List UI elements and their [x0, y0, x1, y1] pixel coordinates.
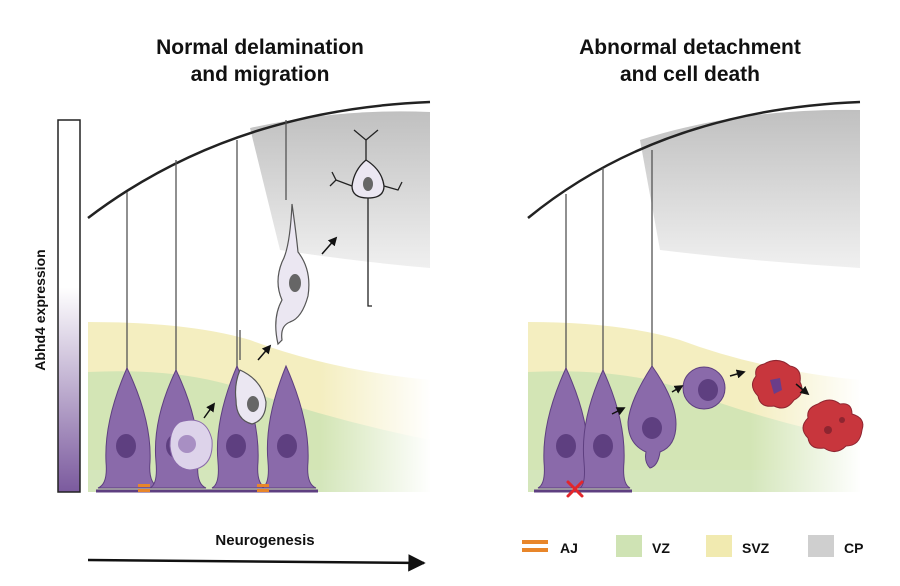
fade-left	[320, 300, 432, 492]
radial-fibers-right	[565, 150, 653, 384]
nuclei-right	[556, 417, 662, 458]
neurogenesis-arrow	[87, 554, 426, 572]
legend-label-aj: AJ	[560, 540, 578, 556]
left-panel-title: Normal delamination and migration	[156, 36, 364, 86]
legend-swatches	[522, 535, 834, 557]
legend-label-cp: CP	[844, 540, 864, 556]
mature-neuron	[329, 129, 403, 307]
gradient-bar-label: Abhd4 expression	[30, 249, 50, 370]
cp-zone-left	[250, 111, 430, 268]
arrows-right	[611, 369, 810, 416]
legend-swatch-aj	[522, 540, 548, 544]
legend-label-vz: VZ	[652, 540, 670, 556]
cp-zone-right	[640, 109, 860, 268]
abhd4-gradient-bar	[57, 119, 81, 493]
legend-swatch-cp	[808, 535, 834, 557]
left-panel-illustration	[87, 100, 432, 493]
right-panel-illustration	[527, 100, 864, 498]
right-panel-title: Abnormal detachment and cell death	[579, 36, 801, 86]
radial-glia-cells-left	[97, 364, 317, 489]
neurogenesis-axis-label: Neurogenesis	[215, 532, 315, 549]
migrating-cell-2	[275, 203, 310, 346]
lost-junction-cross	[566, 480, 584, 498]
pial-surface-left	[87, 100, 431, 219]
radial-fibers-left	[126, 120, 287, 384]
pial-surface-right	[527, 100, 861, 219]
legend-swatch-vz	[616, 535, 642, 557]
legend-label-svz: SVZ	[742, 540, 770, 556]
arrows-left	[203, 236, 338, 419]
legend-swatch-svz	[706, 535, 732, 557]
adherens-junctions-left	[138, 484, 269, 492]
dying-cell-2	[802, 399, 864, 452]
gradient-bar-label-text: Abhd4 expression	[32, 249, 48, 371]
